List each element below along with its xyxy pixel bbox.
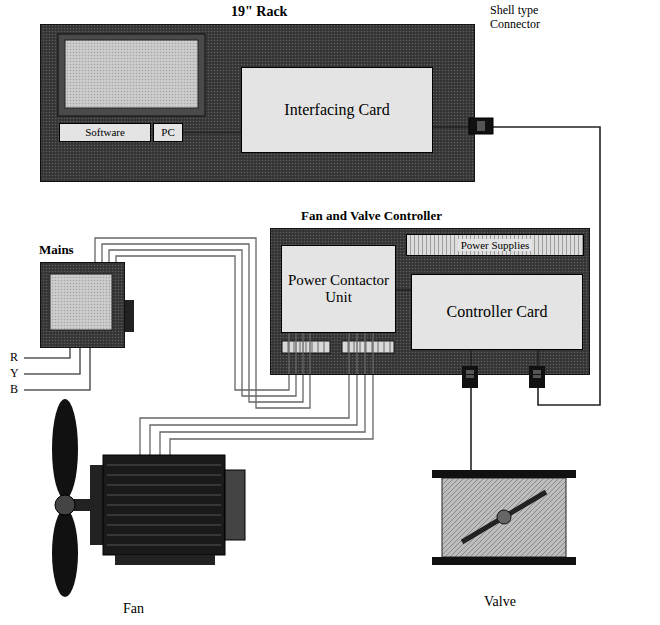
shell-connector-plug: [529, 366, 545, 388]
rack-panel: 19" RackSoftwarePCInterfacing Card: [40, 24, 475, 182]
panel-ground: [40, 262, 125, 348]
interfacing-card-box: Interfacing Card: [241, 67, 433, 153]
valve-body: [442, 478, 566, 557]
phase-wire: [24, 348, 80, 374]
heading-label: 19" Rack: [231, 4, 287, 20]
cable-wire: [116, 256, 289, 390]
motor-fin: [107, 465, 221, 466]
motor-fin: [107, 525, 221, 526]
phase-wire: [24, 348, 90, 390]
box-label: PC: [161, 126, 174, 139]
heading-label: Valve: [484, 594, 516, 610]
cable-wire: [102, 244, 303, 402]
contactor-box: Power Contactor Unit: [281, 245, 396, 333]
power-supply-band: Power Supplies: [406, 234, 584, 256]
valve-drawing: [432, 470, 576, 565]
connector-label: Shell type Connector: [490, 4, 560, 32]
box-label: Controller Card: [447, 303, 548, 321]
fan-blade: [52, 399, 78, 499]
cable-wire: [170, 333, 373, 455]
cable-wire: [396, 289, 411, 291]
box-label: Power Supplies: [458, 239, 533, 252]
plug-detail: [477, 121, 485, 131]
plug-detail: [533, 370, 541, 378]
fan-blade: [52, 509, 78, 597]
box-label: Software: [85, 126, 125, 139]
valve-flange: [432, 470, 576, 478]
cable-wire: [433, 127, 600, 405]
heading-label: Fan: [123, 601, 144, 617]
valve-spindle: [497, 510, 511, 524]
power-cable: [95, 238, 310, 408]
motor-feet: [115, 555, 215, 565]
valve-disc: [462, 492, 546, 542]
cable-wire: [95, 238, 310, 408]
controller-card-box: Controller Card: [411, 274, 583, 350]
panel-ground: [40, 24, 475, 182]
box-label: Interfacing Card: [284, 101, 389, 119]
fan-drawing: [35, 395, 250, 600]
motor-fin: [107, 505, 221, 506]
terminal-strip: [342, 341, 394, 353]
power-cable: [140, 333, 373, 455]
motor-fin: [107, 475, 221, 476]
cable-wire: [140, 333, 349, 455]
signal-cable: [433, 127, 600, 405]
cable-wire: [150, 333, 357, 455]
controller-panel: Fan and Valve ControllerPower Contactor …: [270, 228, 590, 375]
mains-switch-box: Mains: [40, 262, 125, 348]
signal-cable: [396, 290, 411, 291]
valve-flange: [432, 557, 576, 565]
shell-connector-plug: [469, 118, 493, 134]
heading-label: Fan and Valve Controller: [301, 209, 442, 224]
fan-hub: [55, 495, 75, 515]
phase-wire: [24, 348, 70, 358]
cable-wire: [183, 132, 241, 134]
mains-handle: [125, 300, 134, 332]
motor-fin: [107, 535, 221, 536]
box-label: Power Contactor Unit: [286, 272, 391, 307]
phase-label: B: [10, 383, 18, 397]
motor-fin: [107, 495, 221, 496]
phase-label: Y: [10, 367, 19, 381]
motor-fin: [107, 545, 221, 546]
fan-figure: Fan: [35, 395, 250, 600]
motor-fin: [107, 515, 221, 516]
plug-detail: [466, 370, 474, 378]
monitor-frame: [58, 34, 205, 116]
cable-wire: [109, 250, 296, 396]
signal-cable: [183, 132, 241, 133]
monitor-screen: [65, 40, 198, 108]
heading-label: Mains: [39, 243, 74, 258]
pc-box: PC: [153, 123, 183, 142]
motor-end: [225, 470, 245, 540]
software-box: Software: [59, 123, 151, 142]
mains-window: [50, 274, 112, 330]
phase-label: R: [10, 351, 18, 365]
cable-wire: [160, 333, 365, 455]
motor-fin: [107, 485, 221, 486]
valve-figure: Valve: [432, 470, 576, 565]
shell-connector-plug: [462, 366, 478, 388]
motor-body: [103, 455, 225, 555]
panel-ground: [270, 228, 590, 375]
